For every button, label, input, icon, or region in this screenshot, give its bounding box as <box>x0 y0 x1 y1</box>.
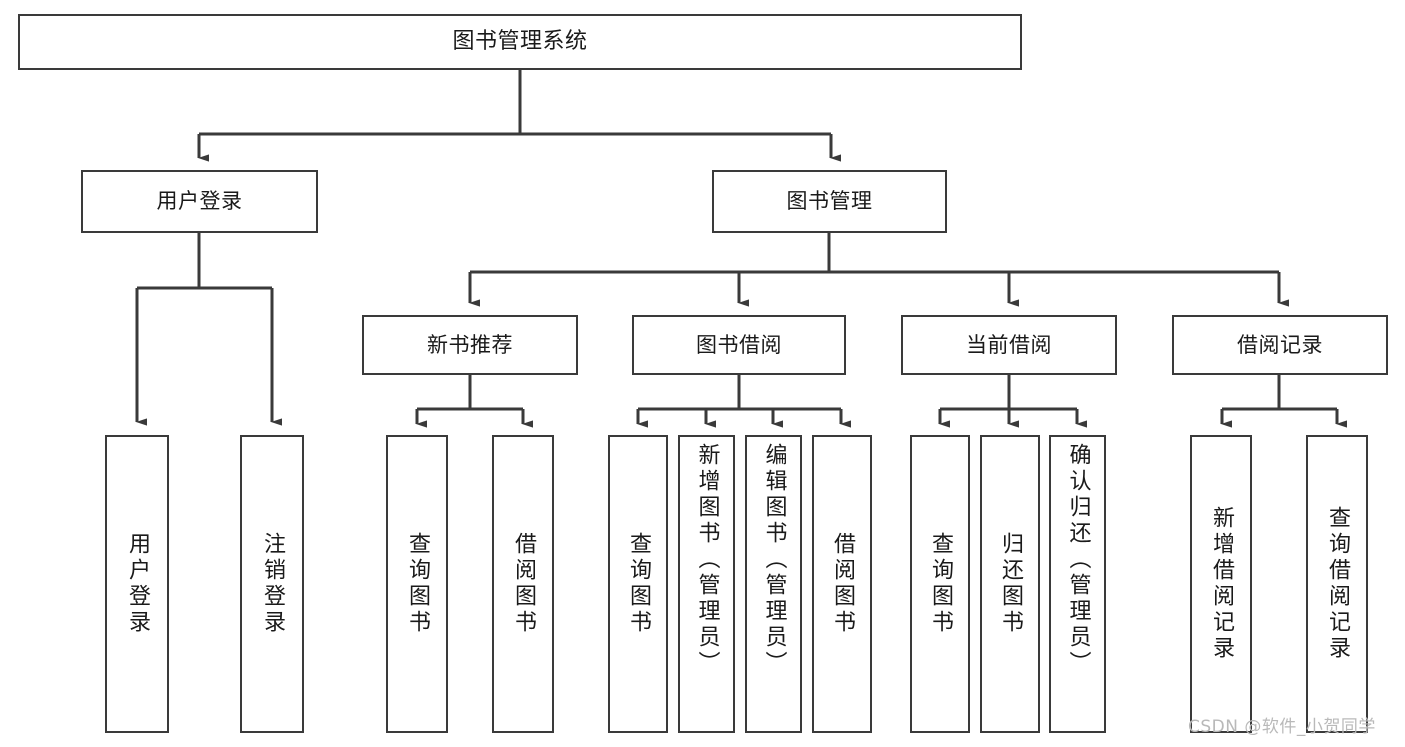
node-root-label: 图书管理系统 <box>452 29 588 55</box>
node-leaf-user-login-label: 用户登录 <box>125 532 150 636</box>
node-leaf-return-book[interactable]: 归还图书 <box>980 435 1040 733</box>
node-book-borrow-label: 图书借阅 <box>696 332 782 357</box>
node-root[interactable]: 图书管理系统 <box>18 14 1022 70</box>
node-leaf-add-book[interactable]: 新增图书（管理员） <box>678 435 735 733</box>
node-book-manage[interactable]: 图书管理 <box>712 170 947 233</box>
node-leaf-borrow-book-2[interactable]: 借阅图书 <box>812 435 872 733</box>
node-leaf-query-record-label: 查询借阅记录 <box>1325 506 1350 662</box>
node-leaf-query-book-3[interactable]: 查询图书 <box>910 435 970 733</box>
node-borrow-record[interactable]: 借阅记录 <box>1172 315 1388 375</box>
node-leaf-add-record[interactable]: 新增借阅记录 <box>1190 435 1252 733</box>
csdn-watermark: CSDN @软件_小贺同学 <box>1188 717 1376 737</box>
node-leaf-confirm-return[interactable]: 确认归还（管理员） <box>1049 435 1106 733</box>
node-leaf-add-record-label: 新增借阅记录 <box>1209 506 1234 662</box>
node-new-book-rec-label: 新书推荐 <box>427 332 513 357</box>
node-leaf-borrow-book-1-label: 借阅图书 <box>511 532 536 636</box>
node-new-book-rec[interactable]: 新书推荐 <box>362 315 578 375</box>
node-leaf-borrow-book-2-label: 借阅图书 <box>830 532 855 636</box>
node-leaf-return-book-label: 归还图书 <box>998 532 1023 636</box>
node-leaf-edit-book-label: 编辑图书（管理员） <box>761 443 787 677</box>
node-leaf-query-book-2[interactable]: 查询图书 <box>608 435 668 733</box>
node-leaf-logout-label: 注销登录 <box>260 532 285 636</box>
node-user-login[interactable]: 用户登录 <box>81 170 318 233</box>
node-leaf-borrow-book-1[interactable]: 借阅图书 <box>492 435 554 733</box>
node-leaf-query-record[interactable]: 查询借阅记录 <box>1306 435 1368 733</box>
node-leaf-query-book-2-label: 查询图书 <box>626 532 651 636</box>
node-current-borrow[interactable]: 当前借阅 <box>901 315 1117 375</box>
node-leaf-query-book-1-label: 查询图书 <box>405 532 430 636</box>
node-leaf-query-book-3-label: 查询图书 <box>928 532 953 636</box>
node-leaf-add-book-label: 新增图书（管理员） <box>694 443 720 677</box>
node-book-borrow[interactable]: 图书借阅 <box>632 315 846 375</box>
node-leaf-confirm-return-label: 确认归还（管理员） <box>1065 443 1091 677</box>
node-leaf-query-book-1[interactable]: 查询图书 <box>386 435 448 733</box>
node-current-borrow-label: 当前借阅 <box>966 332 1052 357</box>
node-leaf-logout[interactable]: 注销登录 <box>240 435 304 733</box>
node-leaf-edit-book[interactable]: 编辑图书（管理员） <box>745 435 802 733</box>
node-borrow-record-label: 借阅记录 <box>1237 332 1323 357</box>
node-user-login-label: 用户登录 <box>156 189 243 214</box>
node-leaf-user-login[interactable]: 用户登录 <box>105 435 169 733</box>
node-book-manage-label: 图书管理 <box>786 189 873 214</box>
